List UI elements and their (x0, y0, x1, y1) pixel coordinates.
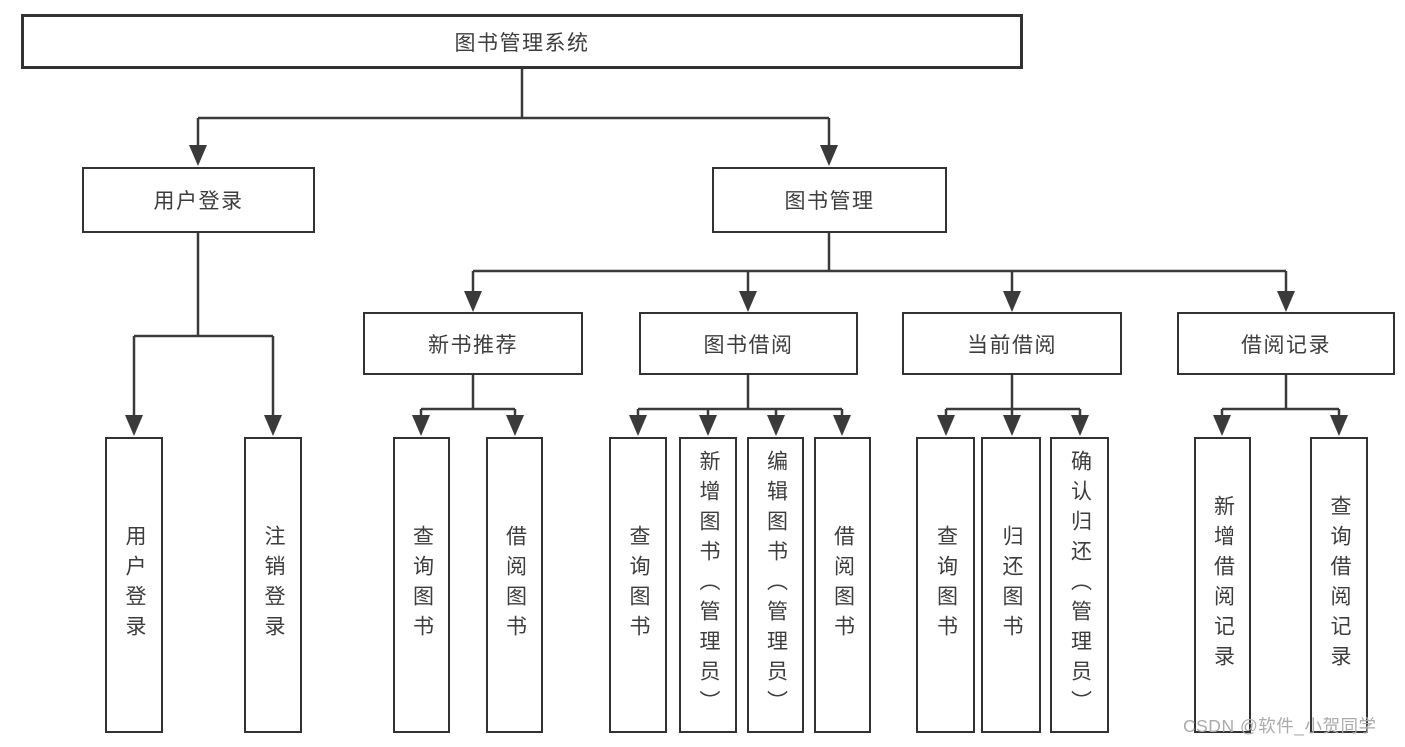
leaf-add-borrow-record: 新增借阅记录 (1194, 437, 1251, 733)
node-book-borrow: 图书借阅 (639, 312, 858, 375)
connector-lines (132, 66, 1341, 418)
node-new-book-recommend: 新书推荐 (363, 312, 583, 375)
node-user-login: 用户登录 (82, 167, 315, 233)
node-library-system: 图书管理系统 (21, 14, 1023, 69)
leaf-user-login: 用户登录 (105, 437, 163, 733)
leaf-borrow-book-1: 借阅图书 (486, 437, 543, 733)
leaf-borrow-book-2: 借阅图书 (814, 437, 871, 733)
leaf-return-book: 归还图书 (981, 437, 1041, 733)
leaf-query-book-3: 查询图书 (916, 437, 975, 733)
node-current-borrow: 当前借阅 (902, 312, 1122, 375)
leaf-logout: 注销登录 (244, 437, 302, 733)
node-book-management: 图书管理 (712, 167, 947, 233)
leaf-confirm-return-admin: 确认归还（管理员） (1050, 437, 1109, 733)
leaf-query-borrow-record: 查询借阅记录 (1310, 437, 1368, 733)
leaf-query-book-2: 查询图书 (609, 437, 667, 733)
leaf-query-book-1: 查询图书 (393, 437, 450, 733)
leaf-add-book-admin: 新增图书（管理员） (679, 437, 737, 733)
node-borrow-records: 借阅记录 (1177, 312, 1395, 375)
leaf-edit-book-admin: 编辑图书（管理员） (747, 437, 804, 733)
csdn-watermark: CSDN @软件_小贺同学 (1183, 716, 1377, 736)
